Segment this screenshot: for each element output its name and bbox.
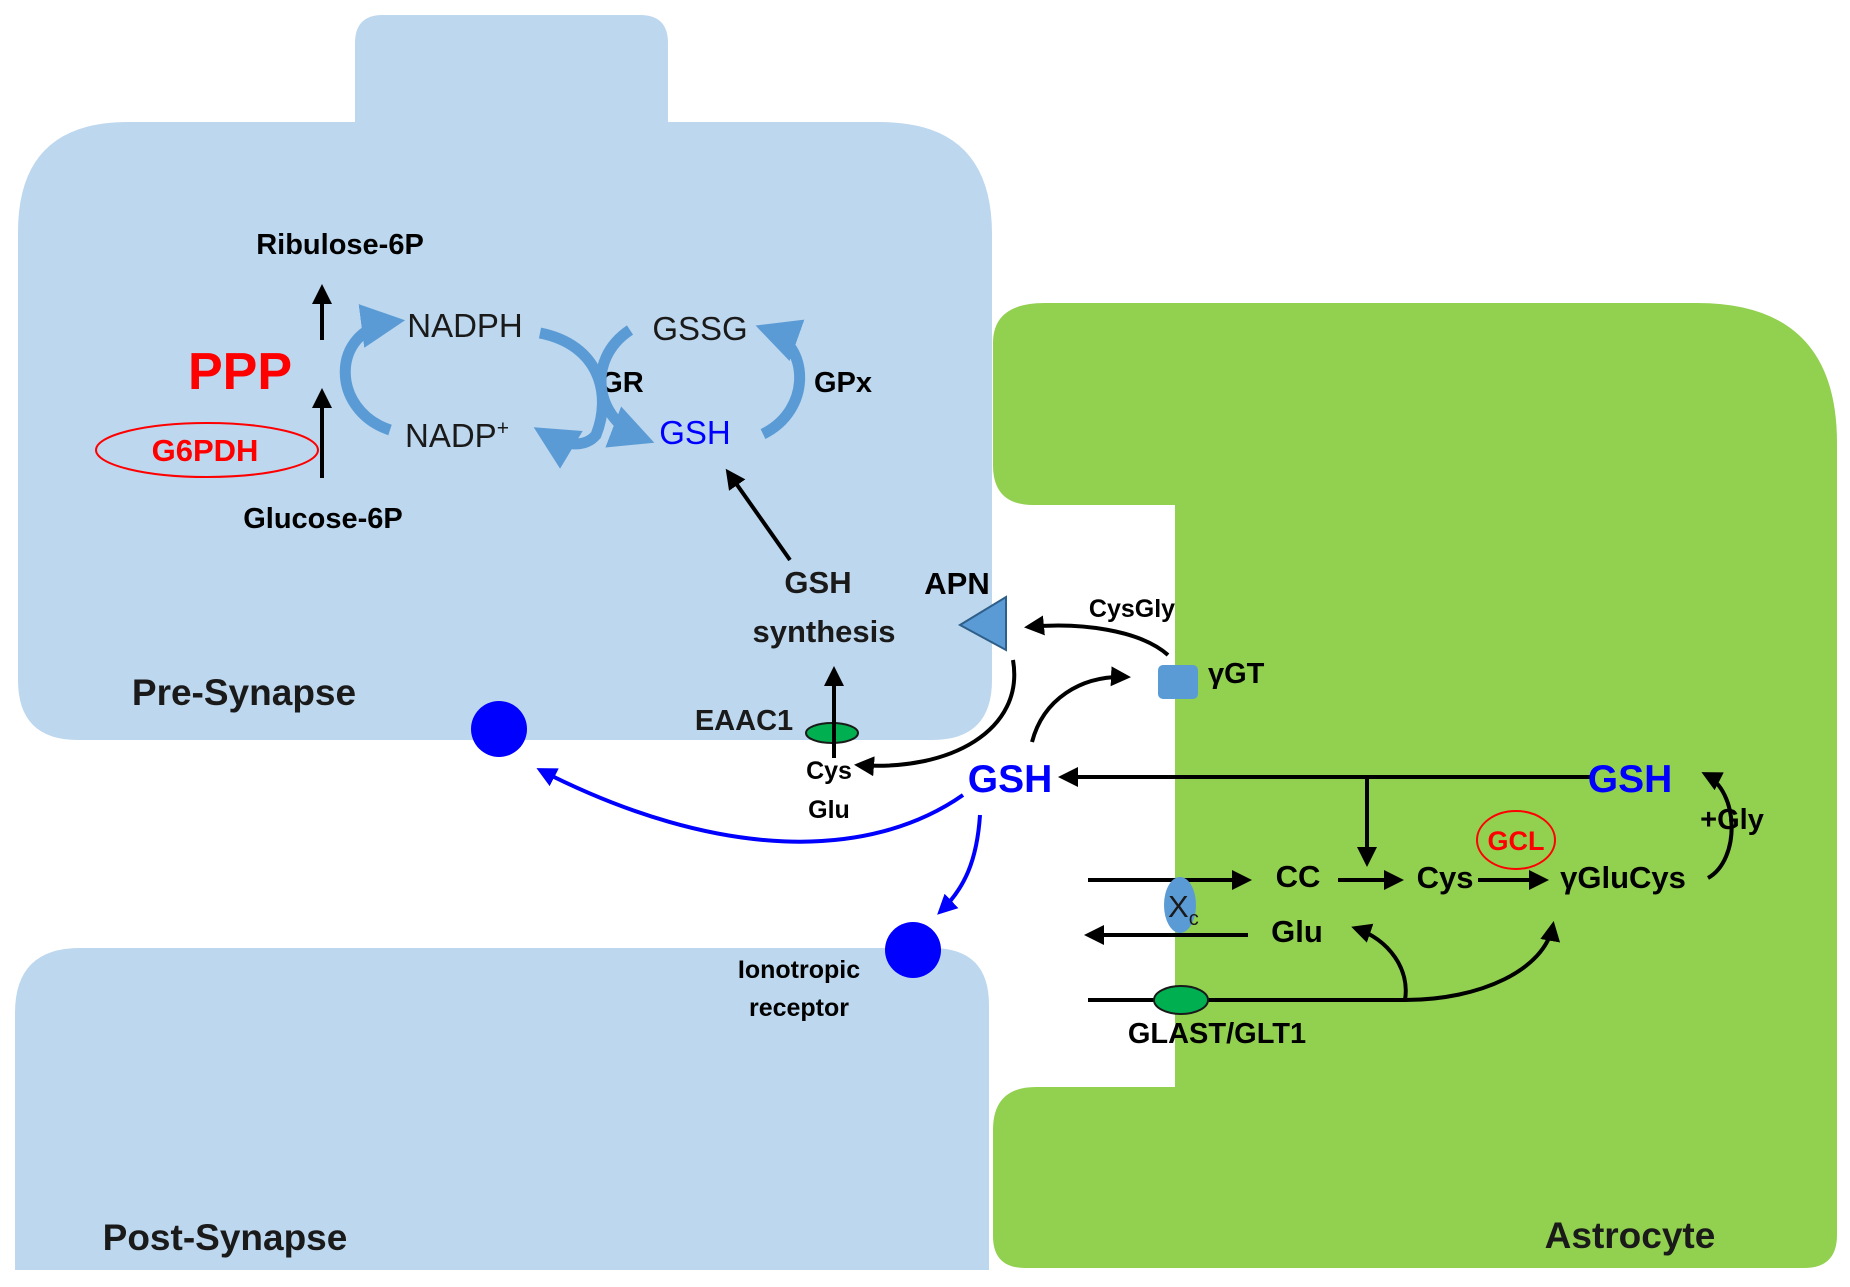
gsh-cleft-label: GSH — [968, 758, 1053, 801]
pre-synapse-compartment — [18, 15, 992, 740]
gsh-synthesis-line1: GSH — [784, 565, 851, 600]
gcl-ellipse — [1476, 810, 1556, 870]
ygt-label: γGT — [1208, 658, 1265, 690]
nadp-plus: + — [497, 417, 509, 440]
gsh-to-ionotropic-receptor-arrow — [937, 814, 982, 915]
glu-cleft-label: Glu — [808, 796, 850, 824]
cc-label: CC — [1276, 859, 1321, 894]
post-synapse-compartment — [15, 948, 989, 1270]
ionotropic-label-line2: receptor — [749, 994, 849, 1022]
cys-cleft-label: Cys — [806, 757, 852, 785]
glucose-6p-label: Glucose-6P — [243, 503, 403, 535]
gcl-label: GCL — [1488, 826, 1545, 856]
post-synapse-title: Post-Synapse — [103, 1217, 348, 1258]
glast-label: GLAST/GLT1 — [1128, 1018, 1306, 1050]
glast-transporter — [1153, 985, 1209, 1015]
ygt-enzyme — [1158, 665, 1198, 699]
synthesis-to-gsh-arrow — [725, 468, 792, 562]
glast-to-glu-arrow — [1351, 923, 1408, 1001]
ppp-label: PPP — [188, 343, 292, 401]
gpx-arrow — [755, 319, 806, 439]
xc-sub: c — [1189, 908, 1199, 930]
cysgly-to-apn-arrow — [1024, 615, 1170, 657]
ppp-nadph-arrow — [339, 304, 406, 436]
nadp-base: NADP — [405, 417, 497, 454]
ionotropic-receptor — [885, 922, 941, 978]
apn-label: APN — [924, 566, 989, 601]
g6pdh-label: G6PDH — [152, 433, 259, 468]
gssg-label: GSSG — [652, 310, 747, 347]
glast-curve-path — [1404, 921, 1561, 1002]
pre-synapse-title: Pre-Synapse — [132, 672, 356, 713]
g6pdh-ellipse — [95, 422, 319, 478]
gsh-pre-label: GSH — [659, 414, 731, 451]
cysgly-label: CysGly — [1089, 595, 1175, 623]
eaac1-label: EAAC1 — [695, 705, 793, 737]
apn-triangle — [957, 595, 1007, 652]
cys-astro-label: Cys — [1417, 860, 1474, 895]
xc-transporter — [1164, 877, 1196, 933]
ionotropic-label-line1: Ionotropic — [738, 956, 860, 984]
gpx-label: GPx — [814, 367, 872, 399]
astrocyte-title: Astrocyte — [1545, 1215, 1716, 1256]
ribulose-6p-label: Ribulose-6P — [256, 229, 424, 261]
nadph-gr-arrow — [533, 327, 608, 469]
nadp-label: NADP+ — [405, 417, 509, 454]
gsh-synthesis-line2: synthesis — [752, 614, 895, 649]
gssg-gsh-arrow — [595, 325, 655, 448]
glu-astro-label: Glu — [1271, 914, 1323, 949]
xc-base: X — [1168, 889, 1189, 924]
presynaptic-receptor — [471, 701, 527, 757]
gsh-to-ygt-arrow — [1030, 666, 1131, 743]
apn-to-cys-arrow — [854, 659, 1017, 777]
yglucys-label: γGluCys — [1560, 860, 1686, 895]
nadph-label: NADPH — [407, 307, 523, 344]
gsh-to-presynaptic-receptor-arrow — [536, 768, 965, 844]
astrocyte-compartment — [993, 303, 1837, 1268]
xc-label: Xc — [1168, 889, 1199, 930]
gly-arrow — [1701, 772, 1734, 880]
gsh-astro-label: GSH — [1588, 758, 1673, 801]
